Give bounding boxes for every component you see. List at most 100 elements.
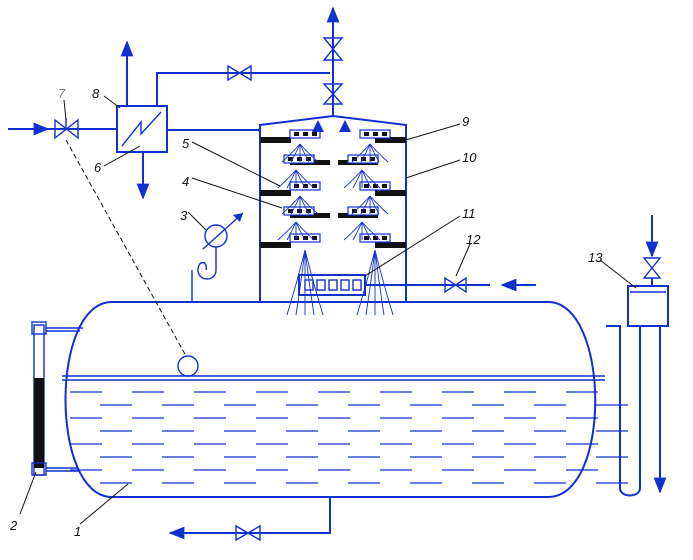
tray-nozzle bbox=[294, 132, 299, 136]
spray-jet bbox=[343, 221, 363, 241]
spray-jet bbox=[369, 143, 380, 163]
tray-nozzle bbox=[297, 209, 302, 213]
spray-jet bbox=[281, 143, 301, 163]
label-pressure-gauge: 3 bbox=[180, 208, 188, 223]
label-level-gauge: 2 bbox=[9, 518, 18, 533]
tray-nozzle bbox=[373, 184, 378, 188]
label-steam-distributor: 11 bbox=[462, 206, 476, 221]
spray-jet bbox=[295, 249, 306, 316]
liquid-surface-dashes bbox=[70, 391, 628, 484]
spray-jet bbox=[351, 195, 371, 215]
steam-arrow-left bbox=[312, 120, 324, 132]
tray-nozzle bbox=[373, 132, 378, 136]
inlet-valve bbox=[54, 118, 79, 140]
spray-jet bbox=[352, 169, 363, 189]
spray-jet bbox=[360, 195, 371, 215]
tray-nozzle bbox=[294, 236, 299, 240]
tray-nozzle bbox=[288, 157, 293, 161]
spray-jet bbox=[299, 143, 319, 163]
tray-nozzle bbox=[312, 184, 317, 188]
spray-jet bbox=[361, 169, 381, 189]
tray-nozzle bbox=[312, 132, 317, 136]
spray-jet bbox=[343, 169, 363, 189]
spray-jet bbox=[356, 249, 376, 316]
tray-nozzle bbox=[303, 132, 308, 136]
heat-exchanger bbox=[116, 40, 330, 200]
tray-nozzle bbox=[364, 184, 369, 188]
spray-jet bbox=[369, 143, 389, 163]
spray-jet bbox=[286, 169, 297, 189]
float-ball bbox=[177, 355, 199, 377]
tray-nozzle bbox=[364, 236, 369, 240]
tray-nozzle bbox=[306, 157, 311, 161]
level-gauge bbox=[31, 321, 83, 476]
steam-arrow-right bbox=[339, 120, 351, 132]
tray-nozzle bbox=[382, 132, 387, 136]
tray-nozzle bbox=[352, 157, 357, 161]
spray-jet bbox=[365, 249, 376, 316]
leader-lines bbox=[19, 95, 637, 525]
spray-jet bbox=[299, 195, 319, 215]
spray-jet bbox=[360, 143, 371, 163]
tray-nozzle bbox=[306, 209, 311, 213]
tray-nozzle bbox=[382, 236, 387, 240]
spray-jet bbox=[304, 249, 315, 316]
label-upper-tray: 5 bbox=[182, 136, 190, 151]
label-column-head: 9 bbox=[462, 114, 469, 129]
spray-jet bbox=[281, 195, 301, 215]
label-water-seal: 13 bbox=[588, 250, 603, 265]
tray-nozzle bbox=[364, 132, 369, 136]
tray-nozzle bbox=[312, 236, 317, 240]
distribution-trays bbox=[283, 129, 391, 243]
tray-nozzle bbox=[288, 209, 293, 213]
spray-jet bbox=[295, 169, 306, 189]
spray-jet bbox=[286, 249, 306, 316]
label-lower-tray: 4 bbox=[182, 174, 189, 189]
spray-jet bbox=[299, 143, 310, 163]
label-tank: 1 bbox=[74, 524, 81, 539]
label-column-shell: 10 bbox=[462, 150, 477, 165]
spray-jet bbox=[352, 221, 363, 241]
spray-jet bbox=[277, 221, 297, 241]
tray-nozzle bbox=[373, 236, 378, 240]
tray-nozzle bbox=[303, 184, 308, 188]
tray-nozzle bbox=[303, 236, 308, 240]
tray-nozzle bbox=[370, 157, 375, 161]
spray-jet bbox=[295, 169, 315, 189]
spray-jet bbox=[290, 195, 301, 215]
tray-nozzle bbox=[361, 209, 366, 213]
spray-jet bbox=[374, 249, 385, 316]
tray-nozzle bbox=[370, 209, 375, 213]
label-cooler-outlet: 6 bbox=[94, 160, 102, 175]
spray-jet bbox=[361, 169, 372, 189]
drain-line bbox=[168, 497, 331, 542]
spray-jet bbox=[361, 221, 372, 241]
steam-distributor bbox=[298, 274, 536, 296]
tray-nozzle bbox=[352, 209, 357, 213]
float-linkage bbox=[65, 139, 187, 357]
spray-jet bbox=[286, 221, 297, 241]
spray-jet bbox=[290, 143, 301, 163]
tray-nozzle bbox=[294, 184, 299, 188]
spray-jet bbox=[374, 249, 394, 316]
spray-jet bbox=[369, 195, 380, 215]
spray-jet bbox=[304, 249, 324, 316]
label-steam-valve: 12 bbox=[466, 232, 481, 247]
label-inlet-valve: 7 bbox=[58, 86, 66, 101]
spray-jet bbox=[299, 195, 310, 215]
spray-jet bbox=[361, 221, 381, 241]
tray-nozzle bbox=[297, 157, 302, 161]
storage-tank bbox=[62, 301, 605, 498]
label-heat-exchanger: 8 bbox=[92, 86, 100, 101]
tray-nozzle bbox=[382, 184, 387, 188]
spray-jet bbox=[369, 195, 389, 215]
spray-jet bbox=[351, 143, 371, 163]
spray-jet bbox=[295, 221, 315, 241]
spray-jets bbox=[277, 143, 394, 316]
spray-jet bbox=[277, 169, 297, 189]
pressure-gauge bbox=[191, 212, 244, 303]
spray-jet bbox=[295, 221, 306, 241]
top-vent bbox=[322, 6, 344, 115]
inlet-line bbox=[8, 118, 118, 140]
